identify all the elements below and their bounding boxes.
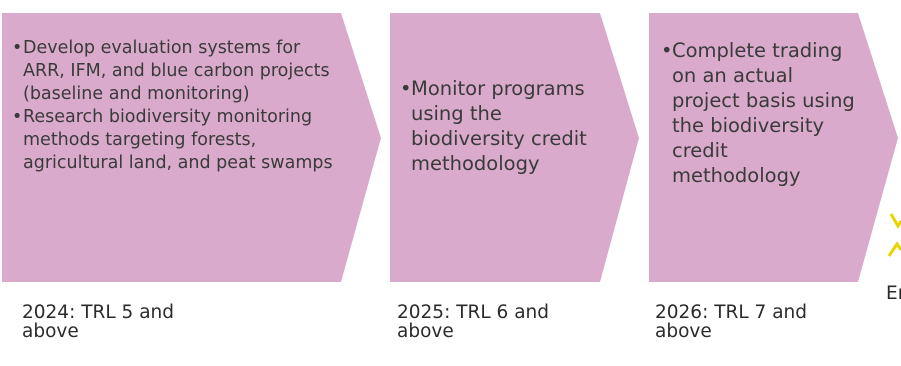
bullet-item: Research biodiversity monitoring methods…: [12, 106, 346, 175]
bullet-list: Complete trading on an actual project ba…: [661, 38, 858, 188]
stage-2026-label: 2026: TRL 7 and above: [655, 302, 807, 342]
bullet-item: Monitor programs using the biodiversity …: [400, 76, 605, 176]
stage-2024-label: 2024: TRL 5 and above: [22, 302, 174, 342]
stage-2025-content: Monitor programs using the biodiversity …: [400, 76, 605, 176]
bullet-item: Develop evaluation systems for ARR, IFM,…: [12, 37, 346, 106]
bullet-list: Monitor programs using the biodiversity …: [400, 76, 605, 176]
stage-2024-content: Develop evaluation systems for ARR, IFM,…: [12, 37, 346, 175]
bullet-item: Complete trading on an actual project ba…: [661, 38, 858, 188]
stage-cutoff-label: Er: [886, 283, 901, 304]
stage-2026-content: Complete trading on an actual project ba…: [661, 38, 858, 188]
star-icon: [887, 213, 901, 257]
bullet-list: Develop evaluation systems for ARR, IFM,…: [12, 37, 346, 175]
stage-2025-label: 2025: TRL 6 and above: [397, 302, 549, 342]
